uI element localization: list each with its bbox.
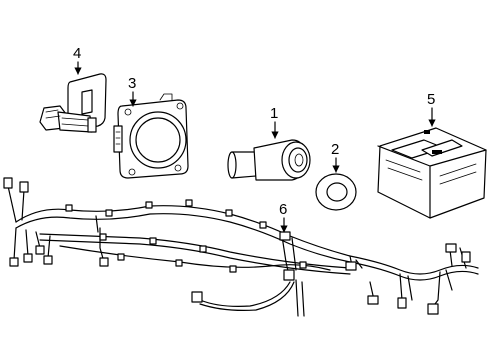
callout-6-label: 6 xyxy=(279,201,287,218)
wire-harness-part xyxy=(3,177,479,317)
callout-3-label: 3 xyxy=(128,75,136,92)
radar-sensor-part xyxy=(113,93,189,179)
bracket-connector-part xyxy=(39,73,107,133)
harness-clips xyxy=(65,199,307,273)
park-sensor-part xyxy=(227,139,311,181)
callout-5-label: 5 xyxy=(427,91,435,108)
callout-2-label: 2 xyxy=(331,141,339,158)
sensor-gasket-part xyxy=(315,173,357,211)
control-module-part xyxy=(377,127,487,219)
callout-1-label: 1 xyxy=(270,105,278,122)
callout-4-label: 4 xyxy=(73,45,81,62)
